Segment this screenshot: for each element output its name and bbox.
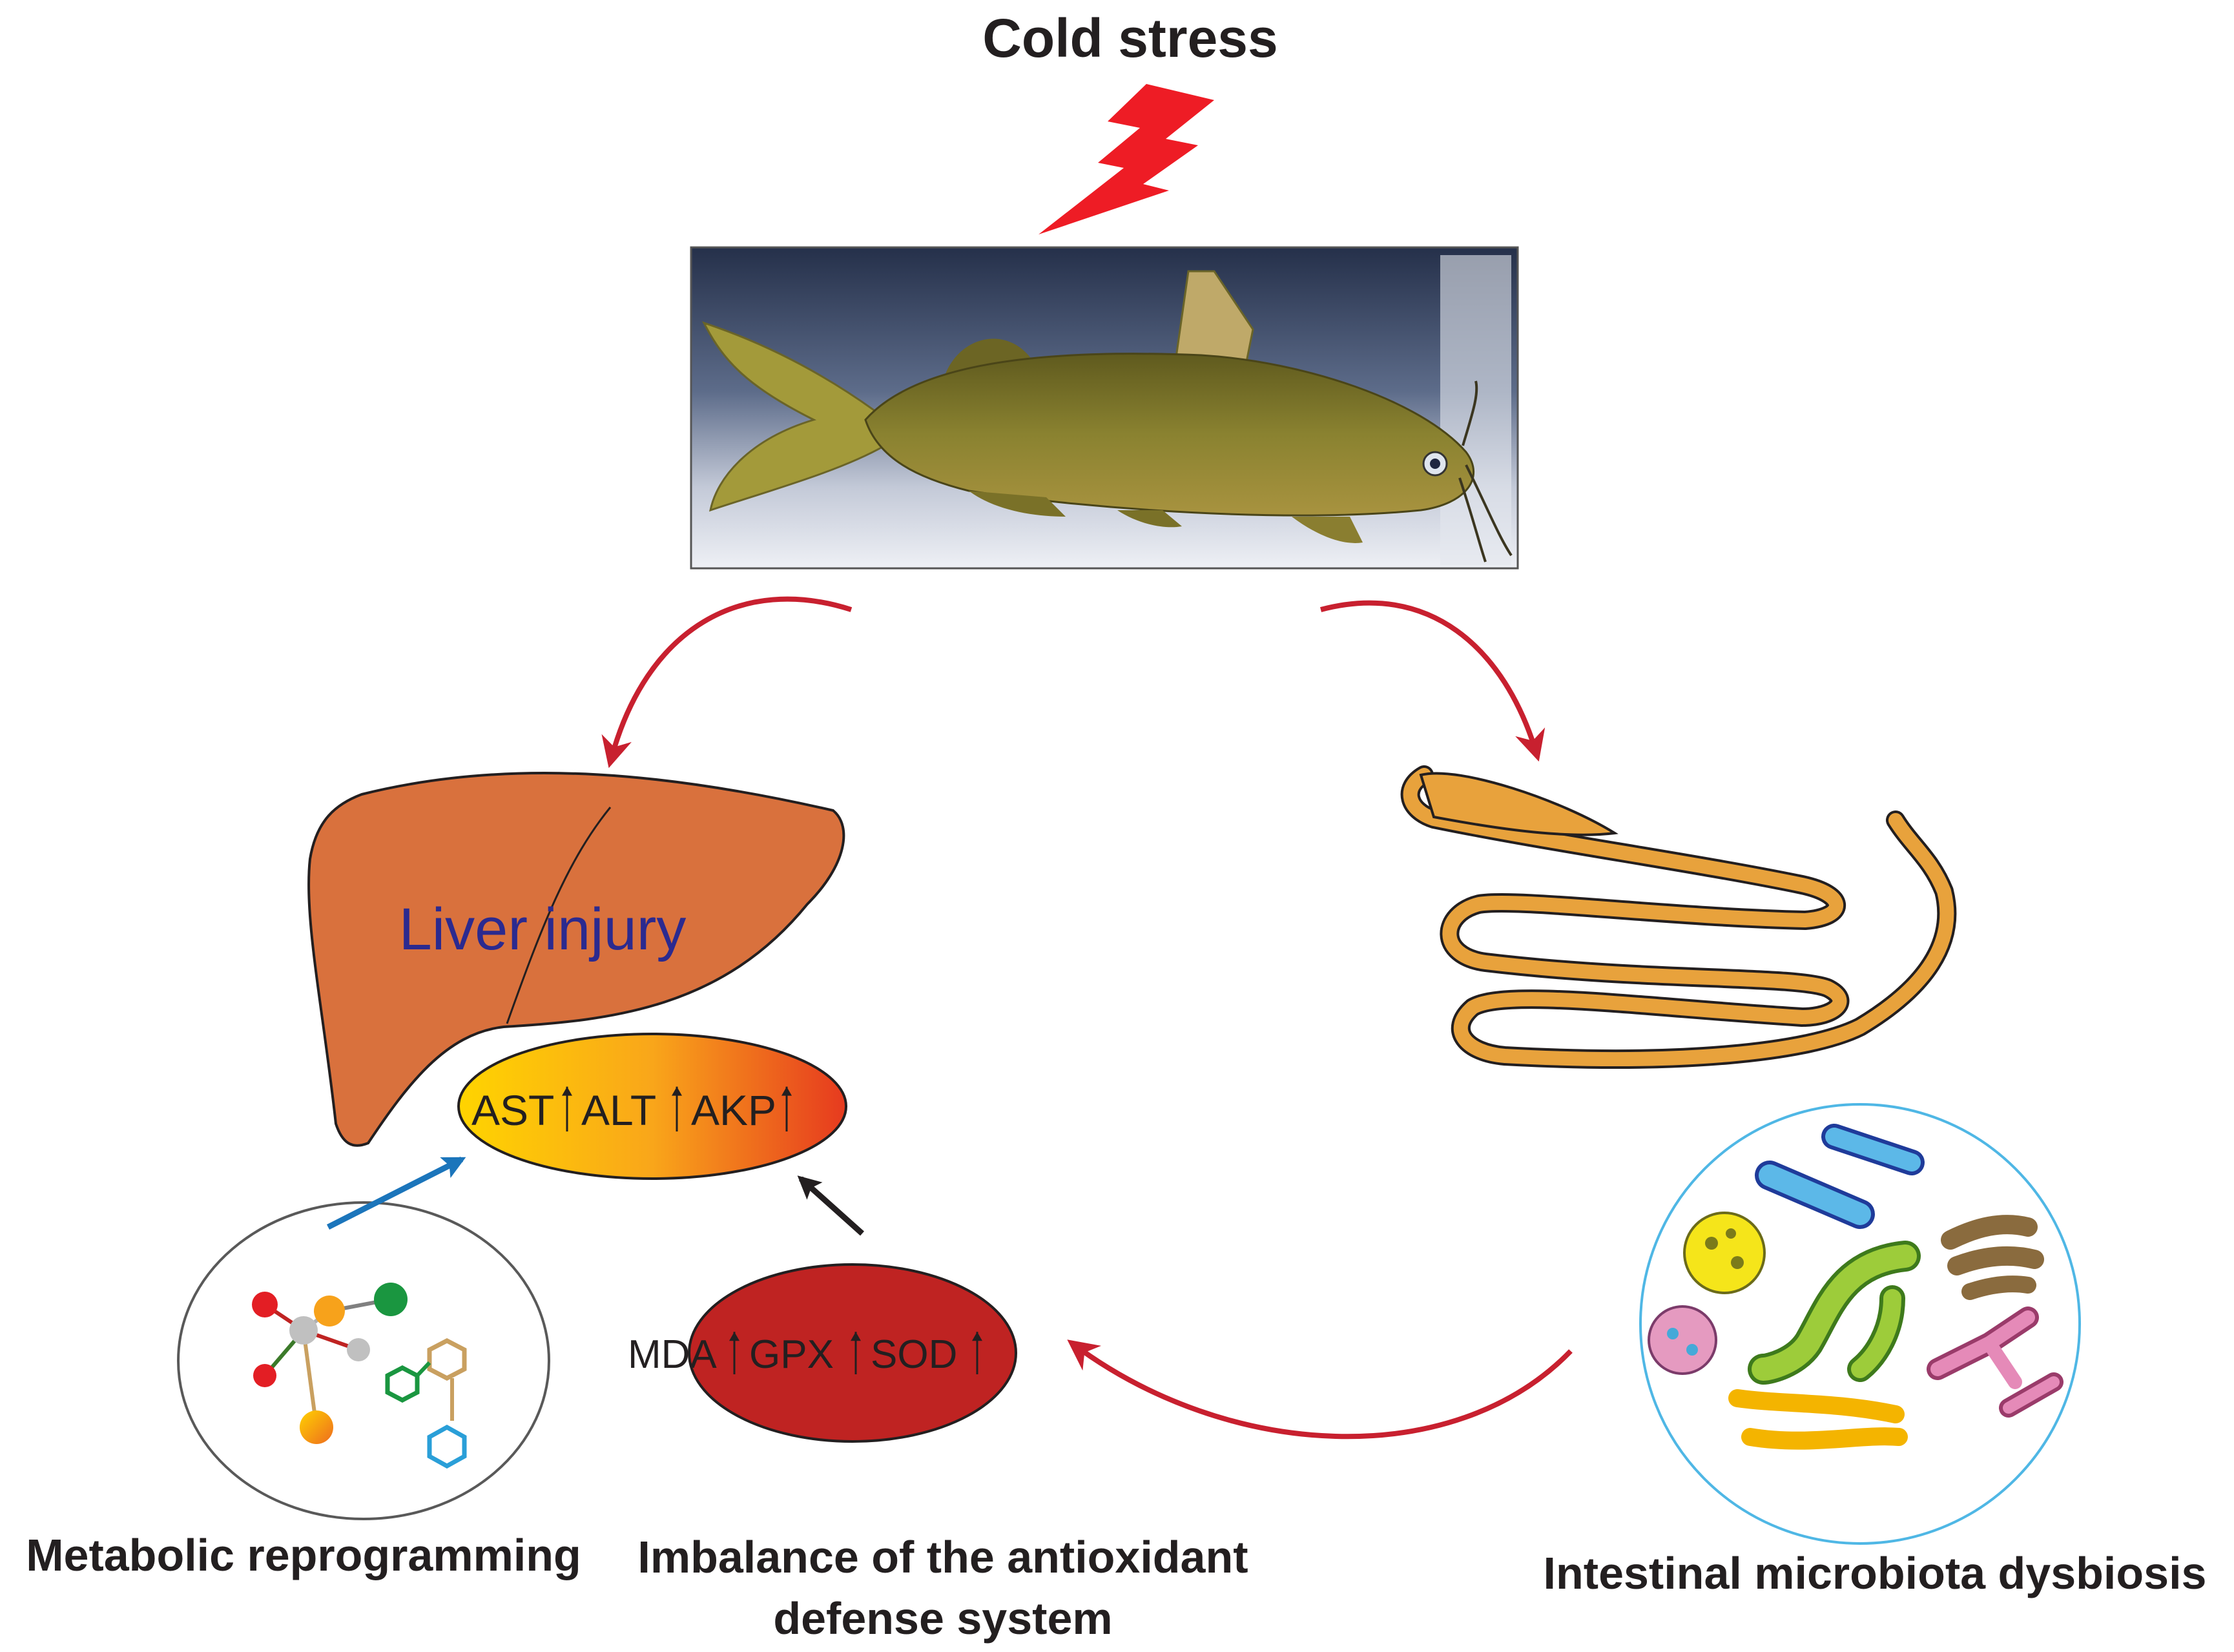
pink-chain-bacteria-icon xyxy=(1927,1306,2063,1418)
antioxidant-items: MDA GPX SOD xyxy=(628,1332,982,1377)
antioxGroup-label-0: MDA xyxy=(628,1332,717,1377)
enzymeGroup-label-2: AKP xyxy=(691,1086,776,1134)
antioxGroup-label-2: SOD xyxy=(871,1332,957,1377)
up-arrowhead-icon xyxy=(781,1086,792,1096)
up-arrowhead-icon xyxy=(562,1086,572,1096)
lightning-bolt-icon xyxy=(1039,84,1214,234)
antioxGroup-label-1: GPX xyxy=(749,1332,834,1377)
yellow-bacteria-icon xyxy=(1728,1389,1908,1450)
liver-shape xyxy=(307,772,845,1147)
label-metabolic: Metabolic reprogramming xyxy=(26,1530,581,1580)
arrow-microbiota-to-antioxidant xyxy=(1067,1339,1573,1440)
arrow-antioxidant-to-enzyme xyxy=(797,1175,865,1236)
title: Cold stress xyxy=(982,8,1278,68)
intestine-shape xyxy=(1400,765,1957,1069)
up-arrowhead-icon xyxy=(672,1086,682,1096)
metabolic-ellipse xyxy=(177,1201,550,1520)
brown-bacteria-icon xyxy=(1941,1215,2044,1300)
metabolite-network-icon xyxy=(252,1283,467,1469)
antioxidant-ellipse xyxy=(688,1263,1017,1443)
arrow-to-intestine xyxy=(1319,600,1546,762)
enzymeGroup-label-0: AST xyxy=(471,1086,554,1134)
label-imbalance-line1: Imbalance of the antioxidant xyxy=(637,1532,1248,1582)
arrow-to-liver xyxy=(601,596,853,769)
pink-virus-icon xyxy=(1648,1305,1717,1375)
enzyme-ellipse xyxy=(457,1033,847,1180)
enzyme-items: AST ALT AKP xyxy=(471,1086,792,1134)
enzymeGroup-label-1: ALT xyxy=(581,1086,656,1134)
label-intestinal: Intestinal microbiota dysbiosis xyxy=(1544,1548,2207,1598)
yellow-virus-icon xyxy=(1683,1212,1766,1294)
arrow-metabolic-to-enzyme xyxy=(326,1156,466,1230)
liver-label: Liver injury xyxy=(399,896,687,962)
up-arrowhead-icon xyxy=(972,1332,982,1341)
rod-bacteria-icon xyxy=(1755,1124,1925,1229)
up-arrowhead-icon xyxy=(851,1332,861,1341)
label-imbalance-line2: defense system xyxy=(773,1593,1112,1644)
catfish-photo xyxy=(690,246,1519,570)
green-bacteria-icon xyxy=(1748,1241,1921,1385)
up-arrowhead-icon xyxy=(729,1332,739,1341)
microbiota-circle xyxy=(1639,1103,2081,1545)
